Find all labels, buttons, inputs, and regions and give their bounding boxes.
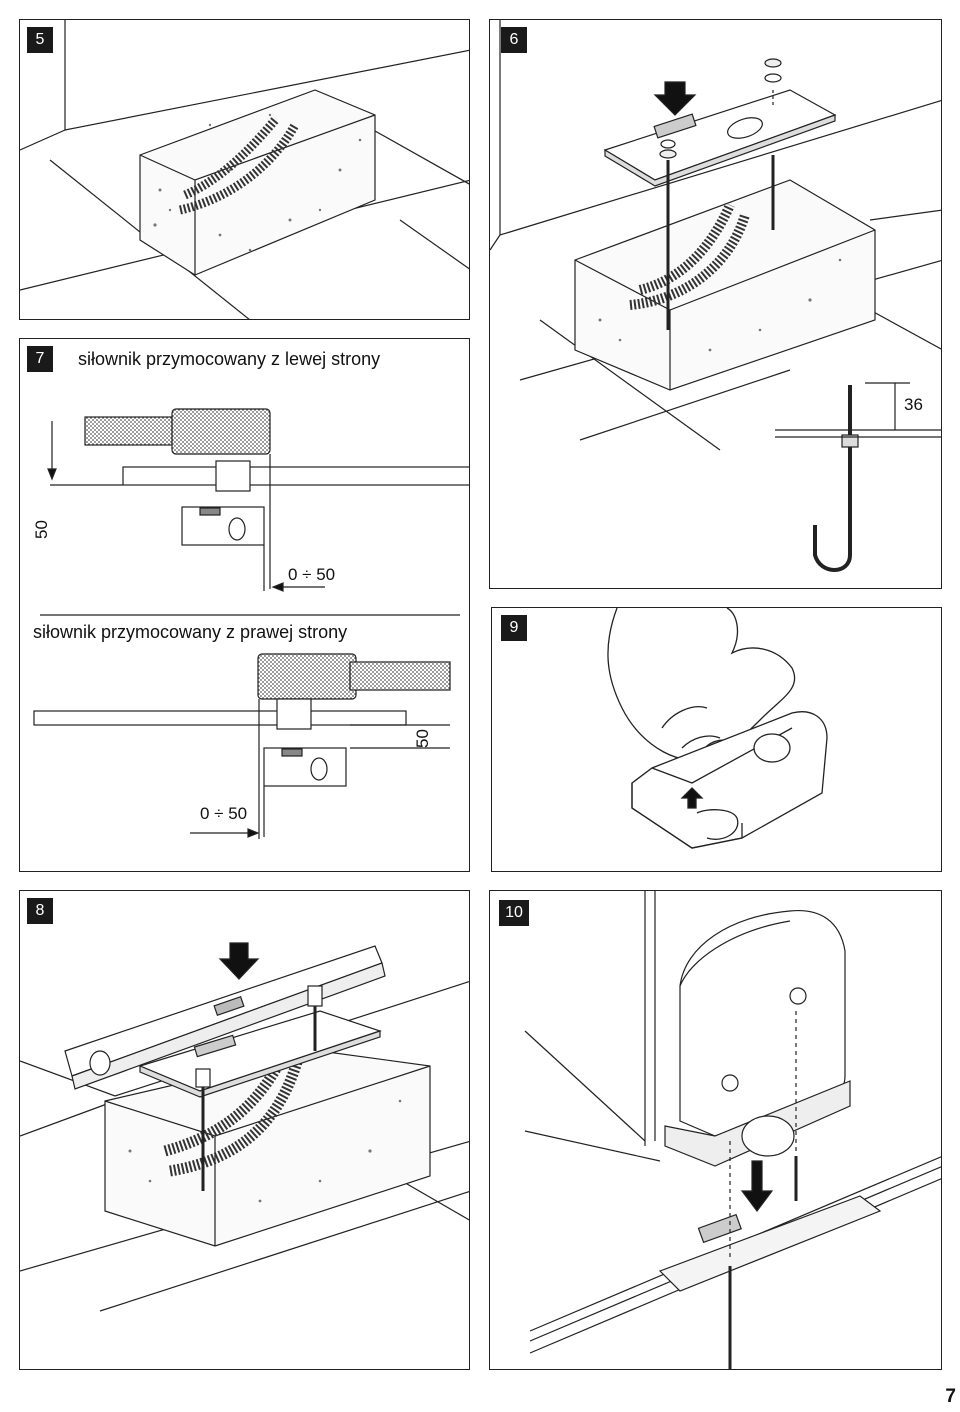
figure-7-illustration xyxy=(33,408,469,839)
figure-5-badge: 5 xyxy=(27,27,53,53)
figure-10-badge: 10 xyxy=(499,900,529,926)
figure-9-panel: 9 xyxy=(491,607,942,872)
figure-7-left-range: 0 ÷ 50 xyxy=(288,565,336,584)
figure-7-panel: 7 siłownik przymocowany z lewej strony xyxy=(19,338,470,872)
figure-8-illustration xyxy=(20,942,469,1312)
figure-10-illustration xyxy=(524,891,941,1369)
figure-6-panel: 6 xyxy=(489,19,942,589)
figure-7-right-vertical-dim: 50 xyxy=(413,729,432,748)
figure-7-right-range: 0 ÷ 50 xyxy=(200,804,248,823)
figure-10-panel: 10 xyxy=(489,890,942,1370)
figure-6-dimension-36: 36 xyxy=(904,395,923,414)
figure-9-illustration xyxy=(607,608,828,849)
figure-5-panel: 5 xyxy=(19,19,470,320)
figure-6-illustration xyxy=(490,20,941,572)
page-number: 7 xyxy=(945,1386,956,1407)
figure-8-badge: 8 xyxy=(27,898,53,924)
figure-7-left-vertical-dim: 50 xyxy=(32,520,51,539)
figure-5-illustration xyxy=(20,20,469,319)
figure-9-badge: 9 xyxy=(501,615,527,641)
figure-7-badge: 7 xyxy=(27,346,53,372)
figure-7-left-caption: siłownik przymocowany z lewej strony xyxy=(78,349,381,369)
figure-8-panel: 8 xyxy=(19,890,470,1370)
figure-6-badge: 6 xyxy=(501,27,527,53)
figure-7-right-caption: siłownik przymocowany z prawej strony xyxy=(33,622,348,642)
